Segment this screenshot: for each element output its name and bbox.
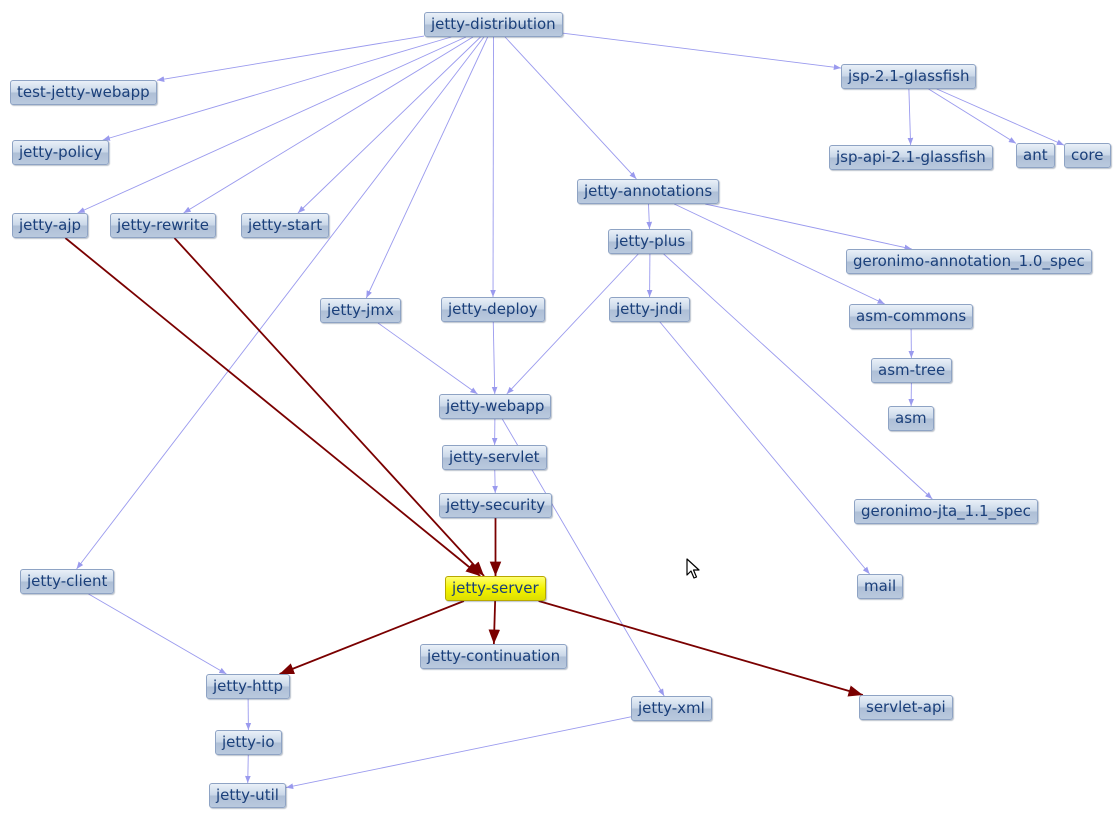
edge-jetty-deploy-to-jetty-webapp	[491, 321, 498, 395]
node-servlet-api[interactable]: servlet-api	[859, 695, 953, 720]
node-jetty-jndi[interactable]: jetty-jndi	[609, 297, 690, 322]
node-jetty-continuation[interactable]: jetty-continuation	[420, 644, 568, 669]
edge-jetty-annotations-to-geronimo-annotation-1-0-spec	[705, 203, 912, 251]
edge-jsp-2-1-glassfish-to-core	[936, 88, 1065, 146]
arrow-cursor-icon	[686, 558, 700, 579]
edge-jetty-distribution-to-jetty-start	[297, 36, 481, 214]
edge-jsp-2-1-glassfish-to-jsp-api-2-1-glassfish	[907, 88, 914, 146]
node-jetty-rewrite[interactable]: jetty-rewrite	[110, 213, 216, 238]
edge-jetty-distribution-to-jetty-ajp	[77, 36, 467, 214]
node-jsp-2-1-glassfish[interactable]: jsp-2.1-glassfish	[841, 64, 977, 89]
node-jetty-annotations[interactable]: jetty-annotations	[577, 179, 720, 204]
node-jetty-server[interactable]: jetty-server	[445, 576, 546, 601]
edge-jetty-distribution-to-test-jetty-webapp	[156, 35, 425, 82]
node-jetty-deploy[interactable]: jetty-deploy	[441, 297, 545, 322]
node-jetty-servlet[interactable]: jetty-servlet	[442, 445, 547, 470]
edge-jetty-server-to-jetty-http	[279, 600, 465, 675]
node-jetty-client[interactable]: jetty-client	[20, 569, 115, 594]
edge-jetty-plus-to-geronimo-jta-1-1-spec	[663, 253, 933, 500]
node-jetty-policy[interactable]: jetty-policy	[12, 140, 110, 165]
node-test-jetty-webapp[interactable]: test-jetty-webapp	[10, 80, 157, 105]
node-jetty-distribution[interactable]: jetty-distribution	[424, 12, 563, 37]
edge-jetty-annotations-to-jetty-plus	[646, 203, 653, 230]
node-jetty-webapp[interactable]: jetty-webapp	[439, 394, 552, 419]
node-jetty-http[interactable]: jetty-http	[206, 674, 290, 699]
node-jetty-security[interactable]: jetty-security	[439, 493, 553, 518]
node-asm-tree[interactable]: asm-tree	[871, 358, 953, 383]
node-jetty-ajp[interactable]: jetty-ajp	[12, 213, 89, 238]
edge-jetty-distribution-to-jetty-rewrite	[183, 36, 474, 214]
node-geronimo-jta-1-1-spec[interactable]: geronimo-jta_1.1_spec	[854, 499, 1038, 524]
edge-jetty-client-to-jetty-http	[88, 593, 227, 675]
edge-jetty-distribution-to-jsp-2-1-glassfish	[562, 32, 842, 71]
edge-jetty-jndi-to-mail	[659, 321, 870, 575]
node-jetty-jmx[interactable]: jetty-jmx	[320, 298, 401, 323]
node-asm-commons[interactable]: asm-commons	[849, 304, 974, 329]
node-jetty-xml[interactable]: jetty-xml	[631, 696, 712, 721]
node-jetty-start[interactable]: jetty-start	[241, 213, 330, 238]
edge-jetty-ajp-to-jetty-server	[64, 237, 481, 577]
edge-jetty-distribution-to-jetty-jmx	[365, 36, 489, 299]
edge-jetty-server-to-servlet-api	[538, 600, 864, 697]
edge-jetty-distribution-to-jetty-annotations	[504, 36, 637, 180]
node-core[interactable]: core	[1064, 143, 1111, 168]
node-jetty-plus[interactable]: jetty-plus	[608, 229, 693, 254]
edge-jetty-plus-to-jetty-webapp	[506, 253, 639, 395]
edge-jetty-distribution-to-jetty-policy	[102, 36, 452, 141]
edge-jetty-distribution-to-jetty-client	[76, 36, 485, 570]
edge-jetty-io-to-jetty-util	[244, 754, 251, 784]
node-geronimo-annotation-1-0-spec[interactable]: geronimo-annotation_1.0_spec	[846, 249, 1092, 274]
edge-jetty-annotations-to-asm-commons	[674, 203, 885, 305]
node-ant[interactable]: ant	[1016, 143, 1055, 168]
edge-jetty-xml-to-jetty-util	[285, 716, 632, 789]
node-jetty-io[interactable]: jetty-io	[215, 730, 282, 755]
edge-jetty-rewrite-to-jetty-server	[173, 237, 485, 577]
edge-jetty-server-to-jetty-continuation	[488, 600, 501, 645]
node-mail[interactable]: mail	[857, 574, 904, 599]
edge-jsp-2-1-glassfish-to-ant	[928, 88, 1017, 144]
node-jetty-util[interactable]: jetty-util	[209, 783, 286, 808]
edge-jetty-jmx-to-jetty-webapp	[377, 322, 478, 395]
node-jsp-api-2-1-glassfish[interactable]: jsp-api-2.1-glassfish	[829, 145, 993, 170]
node-asm[interactable]: asm	[888, 406, 934, 431]
